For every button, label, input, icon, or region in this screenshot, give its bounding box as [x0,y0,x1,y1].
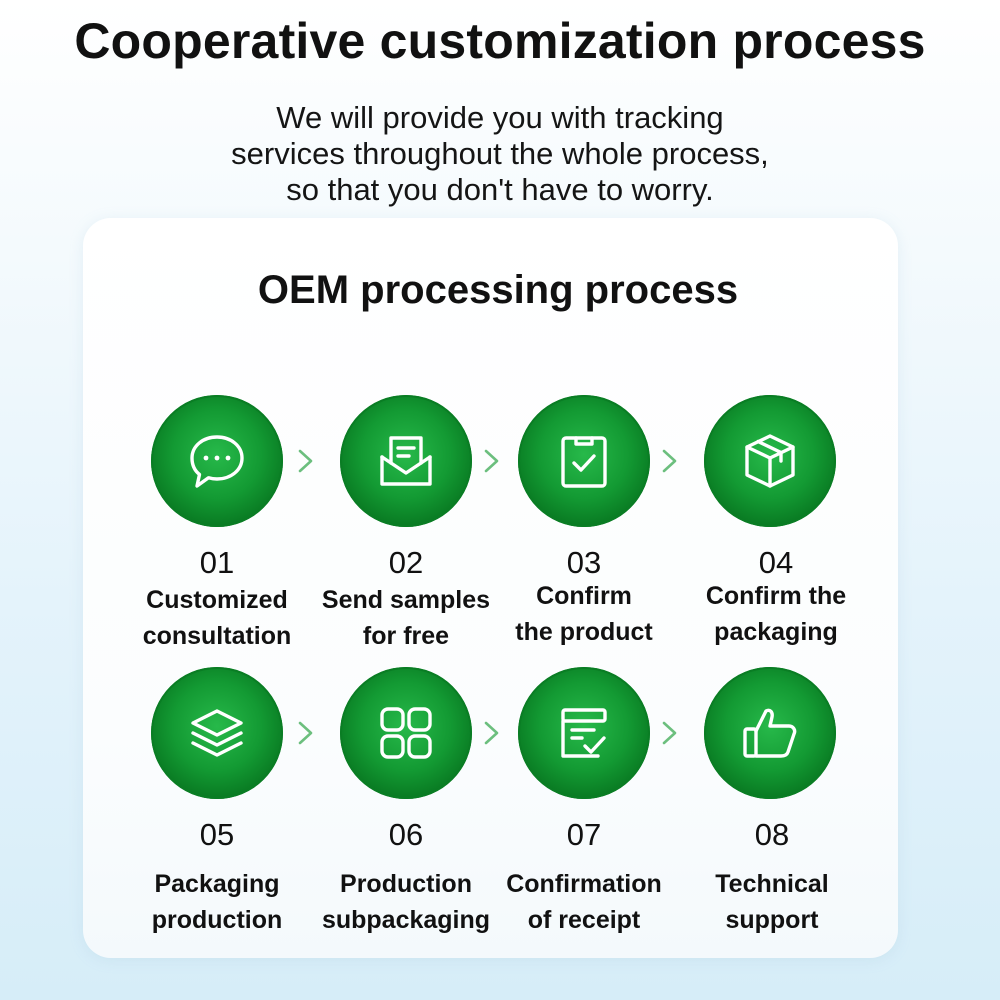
step-number: 08 [754,817,790,852]
step-label: Confirm the product [484,578,684,650]
chat-bubble-icon [190,435,244,488]
step-icon-circle [704,667,836,799]
step-icon-circle [518,667,650,799]
subtitle-line: so that you don't have to worry. [286,172,714,207]
chevron-right-icon [662,721,677,745]
clipboard-check-icon [561,436,607,488]
box-package-icon [745,434,795,488]
subtitle-line: We will provide you with tracking [276,100,724,135]
step-icon-circle [518,395,650,527]
step-icon-circle [151,395,283,527]
step-label-line: Confirm the [705,582,847,610]
step-label: Packaging production [117,866,317,938]
step-label: Send samples for free [306,582,506,654]
step-label-line: Packaging [154,870,280,898]
chevron-right-icon [662,449,677,473]
step-label-line: Send samples [321,586,491,614]
step-label-line: Production [340,870,472,898]
receipt-check-icon [561,708,607,758]
step-label-line: subpackaging [321,906,491,934]
step-label-line: the product [515,618,653,646]
subtitle-line: services throughout the whole process, [231,136,769,171]
process-card [83,218,898,958]
step-number: 07 [566,817,602,852]
step-number: 04 [758,545,794,580]
grid-icon [380,707,432,759]
step-label-line: packaging [714,618,838,646]
step-label-line: Confirm [536,582,632,610]
step-label: Customized consultation [117,582,317,654]
step-number: 03 [566,545,602,580]
step-icon-circle [704,395,836,527]
page-title: Cooperative customization process [74,13,926,69]
step-number: 01 [199,545,235,580]
step-label: Confirmation of receipt [484,866,684,938]
step-label-line: support [725,906,819,934]
step-label: Production subpackaging [306,866,506,938]
step-number: 06 [388,817,424,852]
step-label: Technical support [672,866,872,938]
mail-envelope-icon [380,436,432,486]
step-label-line: consultation [142,622,292,650]
step-label-line: Confirmation [506,870,662,898]
step-label-line: Customized [146,586,288,614]
chevron-right-icon [298,449,313,473]
chevron-right-icon [484,721,499,745]
chevron-right-icon [298,721,313,745]
step-number: 05 [199,817,235,852]
step-label-line: of receipt [527,906,641,934]
chevron-right-icon [484,449,499,473]
step-icon-circle [340,667,472,799]
step-icon-circle [151,667,283,799]
card-title: OEM processing process [257,268,739,312]
step-label-line: for free [362,622,450,650]
step-label-line: production [151,906,283,934]
step-label: Confirm the packaging [676,578,876,650]
subtitle: We will provide you with tracking servic… [100,100,900,208]
step-label-line: Technical [715,870,829,898]
step-number: 02 [388,545,424,580]
layers-icon [191,709,243,757]
thumbs-up-icon [743,708,797,758]
step-icon-circle [340,395,472,527]
